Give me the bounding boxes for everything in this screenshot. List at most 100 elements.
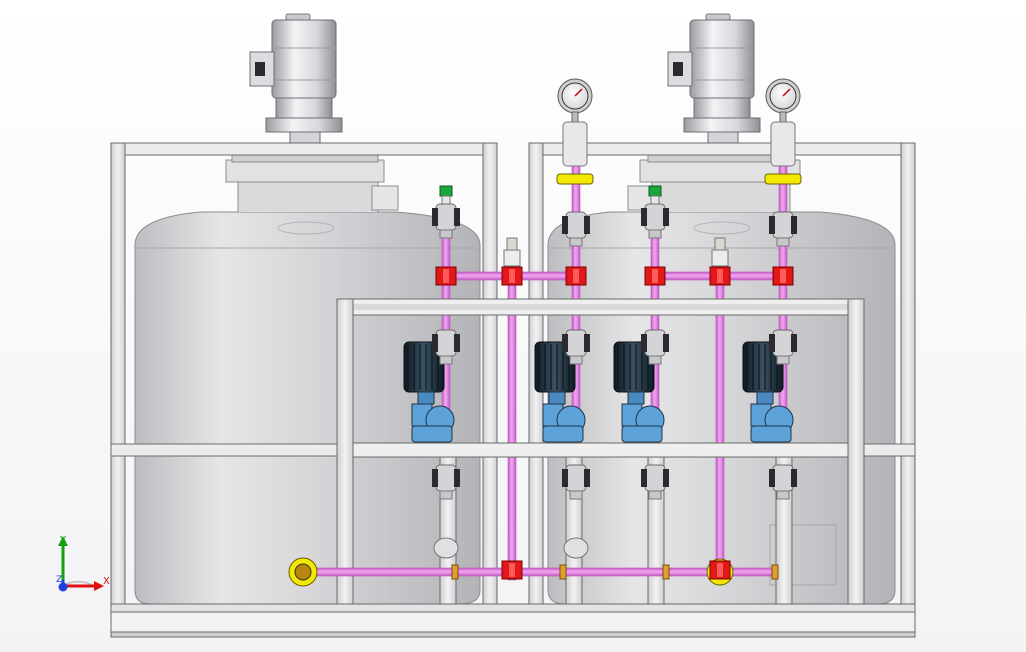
relief-body: [711, 249, 729, 267]
pipe-tee-icon[interactable]: [772, 266, 794, 286]
handwheel-left[interactable]: [562, 216, 568, 234]
handwheel-right[interactable]: [584, 216, 590, 234]
metering-pump-icon[interactable]: [403, 341, 455, 443]
valve-union: [569, 355, 583, 365]
gauge-needle: [574, 88, 583, 97]
handwheel-right[interactable]: [791, 469, 797, 487]
handwheel-left[interactable]: [432, 469, 438, 487]
pump-neck: [756, 391, 774, 405]
handwheel-left[interactable]: [769, 216, 775, 234]
pipe-tee-icon[interactable]: [644, 266, 666, 286]
handwheel-right[interactable]: [663, 334, 669, 352]
metering-pump-group[interactable]: [403, 341, 794, 443]
valve-body: [644, 464, 666, 492]
tee-highlight: [509, 269, 515, 283]
valve-body: [644, 203, 666, 231]
header-coupling: [451, 564, 459, 580]
ball-valve-icon[interactable]: [641, 464, 669, 500]
handwheel-right[interactable]: [454, 334, 460, 352]
tee-highlight: [717, 269, 723, 283]
valve-body: [435, 329, 457, 357]
valve-neck: [441, 195, 451, 205]
ball-valve-icon[interactable]: [432, 185, 460, 239]
header-coupling: [662, 564, 670, 580]
agitator-motor-icon[interactable]: [667, 13, 761, 155]
metering-pump-icon[interactable]: [534, 341, 586, 443]
handwheel-left[interactable]: [432, 208, 438, 226]
gauge-flange: [556, 173, 594, 185]
x-axis-label: X: [103, 576, 110, 587]
handwheel-left[interactable]: [769, 334, 775, 352]
gauge-needle: [782, 88, 791, 97]
valve-body: [772, 211, 794, 239]
handwheel-left[interactable]: [432, 334, 438, 352]
ball-valve-icon[interactable]: [769, 464, 797, 500]
gauge-stem: [779, 111, 787, 123]
valve-union: [569, 237, 583, 247]
relief-valve-icon[interactable]: [503, 237, 521, 267]
ball-valve-icon[interactable]: [769, 211, 797, 247]
pipe-tee-icon[interactable]: [501, 266, 523, 286]
relief-valve-icon[interactable]: [711, 237, 729, 267]
pipe-tee-icon[interactable]: [709, 266, 731, 286]
handwheel-right[interactable]: [454, 469, 460, 487]
handwheel-left[interactable]: [562, 334, 568, 352]
metering-pump-icon[interactable]: [742, 341, 794, 443]
valve-union: [439, 355, 453, 365]
pipe-tee-icon[interactable]: [565, 266, 587, 286]
valve-body: [644, 329, 666, 357]
handwheel-right[interactable]: [663, 208, 669, 226]
valve-union: [648, 490, 662, 500]
valve-union: [569, 490, 583, 500]
pressure-gauge-icon[interactable]: [556, 78, 594, 185]
header-coupling: [559, 564, 567, 580]
ball-valve-icon[interactable]: [432, 329, 460, 365]
valve-body: [565, 329, 587, 357]
gauge-flange: [764, 173, 802, 185]
ball-valve-icon[interactable]: [433, 537, 459, 559]
gauge-stem: [571, 111, 579, 123]
handwheel-right[interactable]: [663, 469, 669, 487]
tee-highlight: [717, 563, 723, 577]
handwheel-right[interactable]: [791, 334, 797, 352]
valve-cap-green: [648, 185, 662, 197]
suction-flange-bore: [294, 563, 312, 581]
agitator-motor-icon[interactable]: [249, 13, 343, 155]
valve-union: [439, 490, 453, 500]
ball-valve-icon[interactable]: [432, 464, 460, 500]
ball-valve-icon[interactable]: [562, 464, 590, 500]
tee-highlight: [573, 269, 579, 283]
ball-valve-icon[interactable]: [563, 537, 589, 559]
relief-body: [503, 249, 521, 267]
pulsation-damper[interactable]: [770, 121, 796, 167]
valve-body: [565, 464, 587, 492]
fittings-group[interactable]: [432, 78, 802, 580]
handwheel-right[interactable]: [791, 216, 797, 234]
metering-pump-icon[interactable]: [613, 341, 665, 443]
handwheel-right[interactable]: [454, 208, 460, 226]
ball-valve-icon[interactable]: [641, 185, 669, 239]
ball-valve-icon[interactable]: [769, 329, 797, 365]
handwheel-right[interactable]: [584, 334, 590, 352]
pressure-gauge-icon[interactable]: [764, 78, 802, 185]
suction-pipe[interactable]: [304, 567, 776, 577]
z-axis-dot: [58, 582, 68, 592]
handwheel-left[interactable]: [769, 469, 775, 487]
valve-neck: [650, 195, 660, 205]
pipe-tee-icon[interactable]: [435, 266, 457, 286]
skid-base: [110, 603, 916, 638]
handwheel-right[interactable]: [584, 469, 590, 487]
pipe-tee-icon[interactable]: [709, 560, 731, 580]
ball-valve-icon[interactable]: [562, 211, 590, 247]
handwheel-left[interactable]: [562, 469, 568, 487]
ball-valve-icon[interactable]: [562, 329, 590, 365]
handwheel-left[interactable]: [641, 208, 647, 226]
ball-valve-icon[interactable]: [641, 329, 669, 365]
handwheel-left[interactable]: [641, 334, 647, 352]
pulsation-damper[interactable]: [562, 121, 588, 167]
pipe-tee-icon[interactable]: [501, 560, 523, 580]
valve-union: [776, 237, 790, 247]
handwheel-left[interactable]: [641, 469, 647, 487]
